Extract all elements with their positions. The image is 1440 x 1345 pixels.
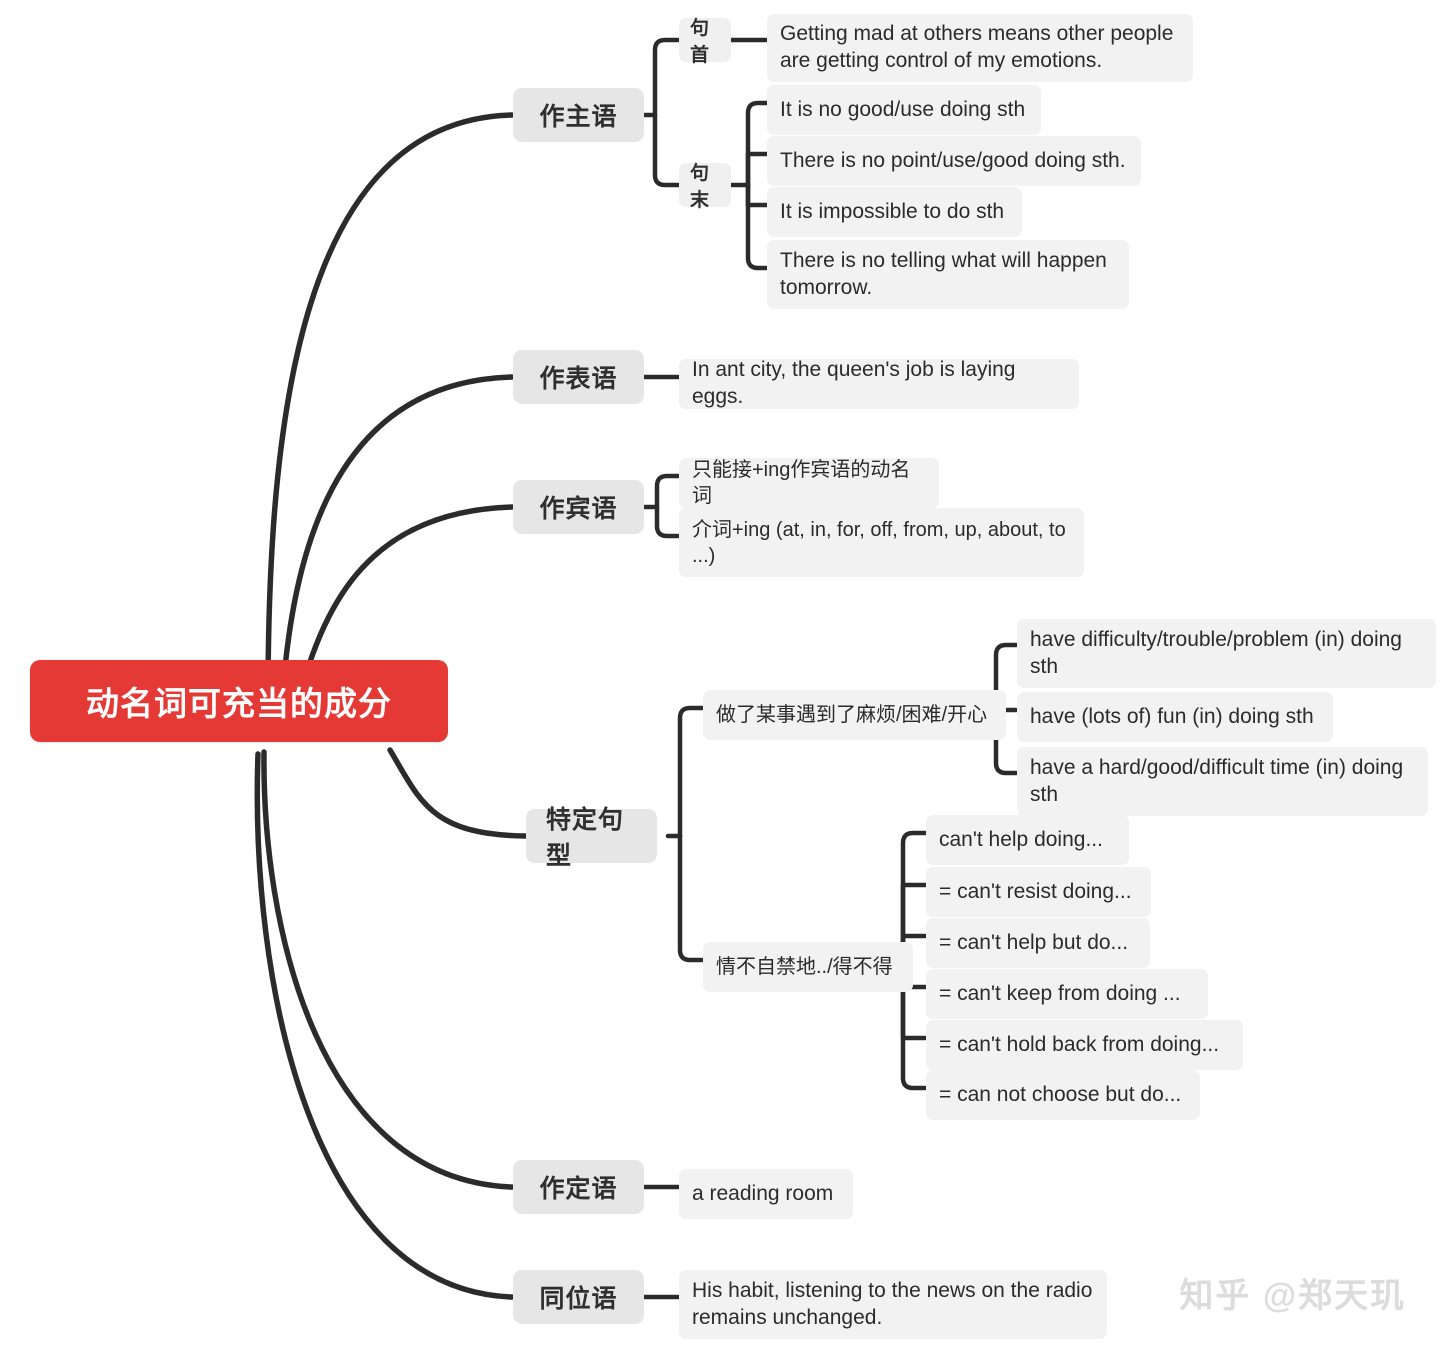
subnode-qingbuzijin[interactable]: 情不自禁地../得不得 — [703, 942, 913, 992]
leaf-text: 介词+ing (at, in, for, off, from, up, abou… — [692, 518, 1066, 567]
leaf-text: There is no point/use/good doing sth. — [780, 148, 1126, 172]
leaf-item[interactable]: In ant city, the queen's job is laying e… — [679, 358, 1079, 409]
leaf-item[interactable]: have (lots of) fun (in) doing sth — [1017, 692, 1333, 742]
leaf-item[interactable]: = can't resist doing... — [926, 867, 1151, 917]
leaf-item[interactable]: = can't hold back from doing... — [926, 1020, 1243, 1070]
subnode-jumo[interactable]: 句末 — [679, 163, 731, 211]
category-node-zuodingyu[interactable]: 作定语 — [513, 1160, 644, 1214]
leaf-text: In ant city, the queen's job is laying e… — [692, 358, 1016, 408]
leaf-item[interactable]: 只能接+ing作宾语的动名词 — [679, 458, 939, 508]
leaf-text: = can not choose but do... — [939, 1082, 1182, 1106]
category-label: 作主语 — [539, 103, 618, 131]
leaf-text: It is impossible to do sth — [780, 199, 1005, 223]
leaf-text: = can't keep from doing ... — [939, 981, 1181, 1005]
category-label: 作定语 — [539, 1175, 618, 1203]
leaf-text: Getting mad at others means other people… — [780, 22, 1174, 72]
leaf-text: can't help doing... — [939, 827, 1103, 851]
subnode-zuoleshishi[interactable]: 做了某事遇到了麻烦/困难/开心 — [703, 690, 1006, 740]
root-label: 动名词可充当的成分 — [86, 685, 392, 722]
leaf-text: = can't hold back from doing... — [939, 1032, 1220, 1056]
leaf-item[interactable]: His habit, listening to the news on the … — [679, 1270, 1107, 1339]
leaf-text: have a hard/good/difficult time (in) doi… — [1030, 755, 1404, 806]
leaf-item[interactable]: It is no good/use doing sth — [767, 85, 1041, 135]
leaf-item[interactable]: 介词+ing (at, in, for, off, from, up, abou… — [679, 508, 1084, 577]
leaf-text: have (lots of) fun (in) doing sth — [1030, 704, 1314, 728]
subnode-label: 情不自禁地../得不得 — [716, 956, 893, 978]
watermark-text: 知乎 @郑天玑 — [1179, 1277, 1406, 1315]
subnode-label: 句首 — [690, 18, 710, 66]
category-node-tongweiyu[interactable]: 同位语 — [513, 1270, 644, 1324]
leaf-text: His habit, listening to the news on the … — [692, 1278, 1093, 1329]
leaf-item[interactable]: can't help doing... — [926, 815, 1129, 865]
category-node-zuozhuyu[interactable]: 作主语 — [513, 88, 644, 142]
leaf-text: have difficulty/trouble/problem (in) doi… — [1030, 627, 1402, 678]
leaf-text: 只能接+ing作宾语的动名词 — [692, 459, 911, 507]
leaf-item[interactable]: a reading room — [679, 1169, 853, 1219]
subnode-label: 做了某事遇到了麻烦/困难/开心 — [716, 704, 988, 726]
category-node-tedingjuxing[interactable]: 特定句型 — [526, 806, 657, 870]
leaf-text: = can't resist doing... — [939, 879, 1132, 903]
leaf-item[interactable]: Getting mad at others means other people… — [767, 14, 1193, 82]
leaf-item[interactable]: = can not choose but do... — [926, 1070, 1200, 1120]
leaf-item[interactable]: have a hard/good/difficult time (in) doi… — [1017, 747, 1428, 816]
category-label: 同位语 — [539, 1285, 618, 1313]
root-node[interactable]: 动名词可充当的成分 — [30, 660, 448, 742]
category-label: 特定句型 — [546, 806, 625, 870]
category-node-zuobiaoyu[interactable]: 作表语 — [513, 350, 644, 404]
leaf-item[interactable]: There is no point/use/good doing sth. — [767, 136, 1141, 186]
category-label: 作表语 — [539, 365, 618, 393]
category-label: 作宾语 — [539, 495, 618, 523]
category-node-zuobinyu[interactable]: 作宾语 — [513, 480, 644, 534]
leaf-text: There is no telling what will happen tom… — [780, 248, 1107, 299]
leaf-item[interactable]: It is impossible to do sth — [767, 187, 1022, 237]
leaf-item[interactable]: have difficulty/trouble/problem (in) doi… — [1017, 619, 1436, 688]
leaf-text: It is no good/use doing sth — [780, 97, 1026, 121]
leaf-text: = can't help but do... — [939, 930, 1129, 954]
subnode-jushou[interactable]: 句首 — [679, 18, 731, 66]
subnode-label: 句末 — [690, 163, 710, 211]
leaf-item[interactable]: There is no telling what will happen tom… — [767, 240, 1129, 309]
leaf-item[interactable]: = can't keep from doing ... — [926, 969, 1208, 1019]
leaf-text: a reading room — [692, 1181, 834, 1205]
leaf-item[interactable]: = can't help but do... — [926, 918, 1150, 968]
